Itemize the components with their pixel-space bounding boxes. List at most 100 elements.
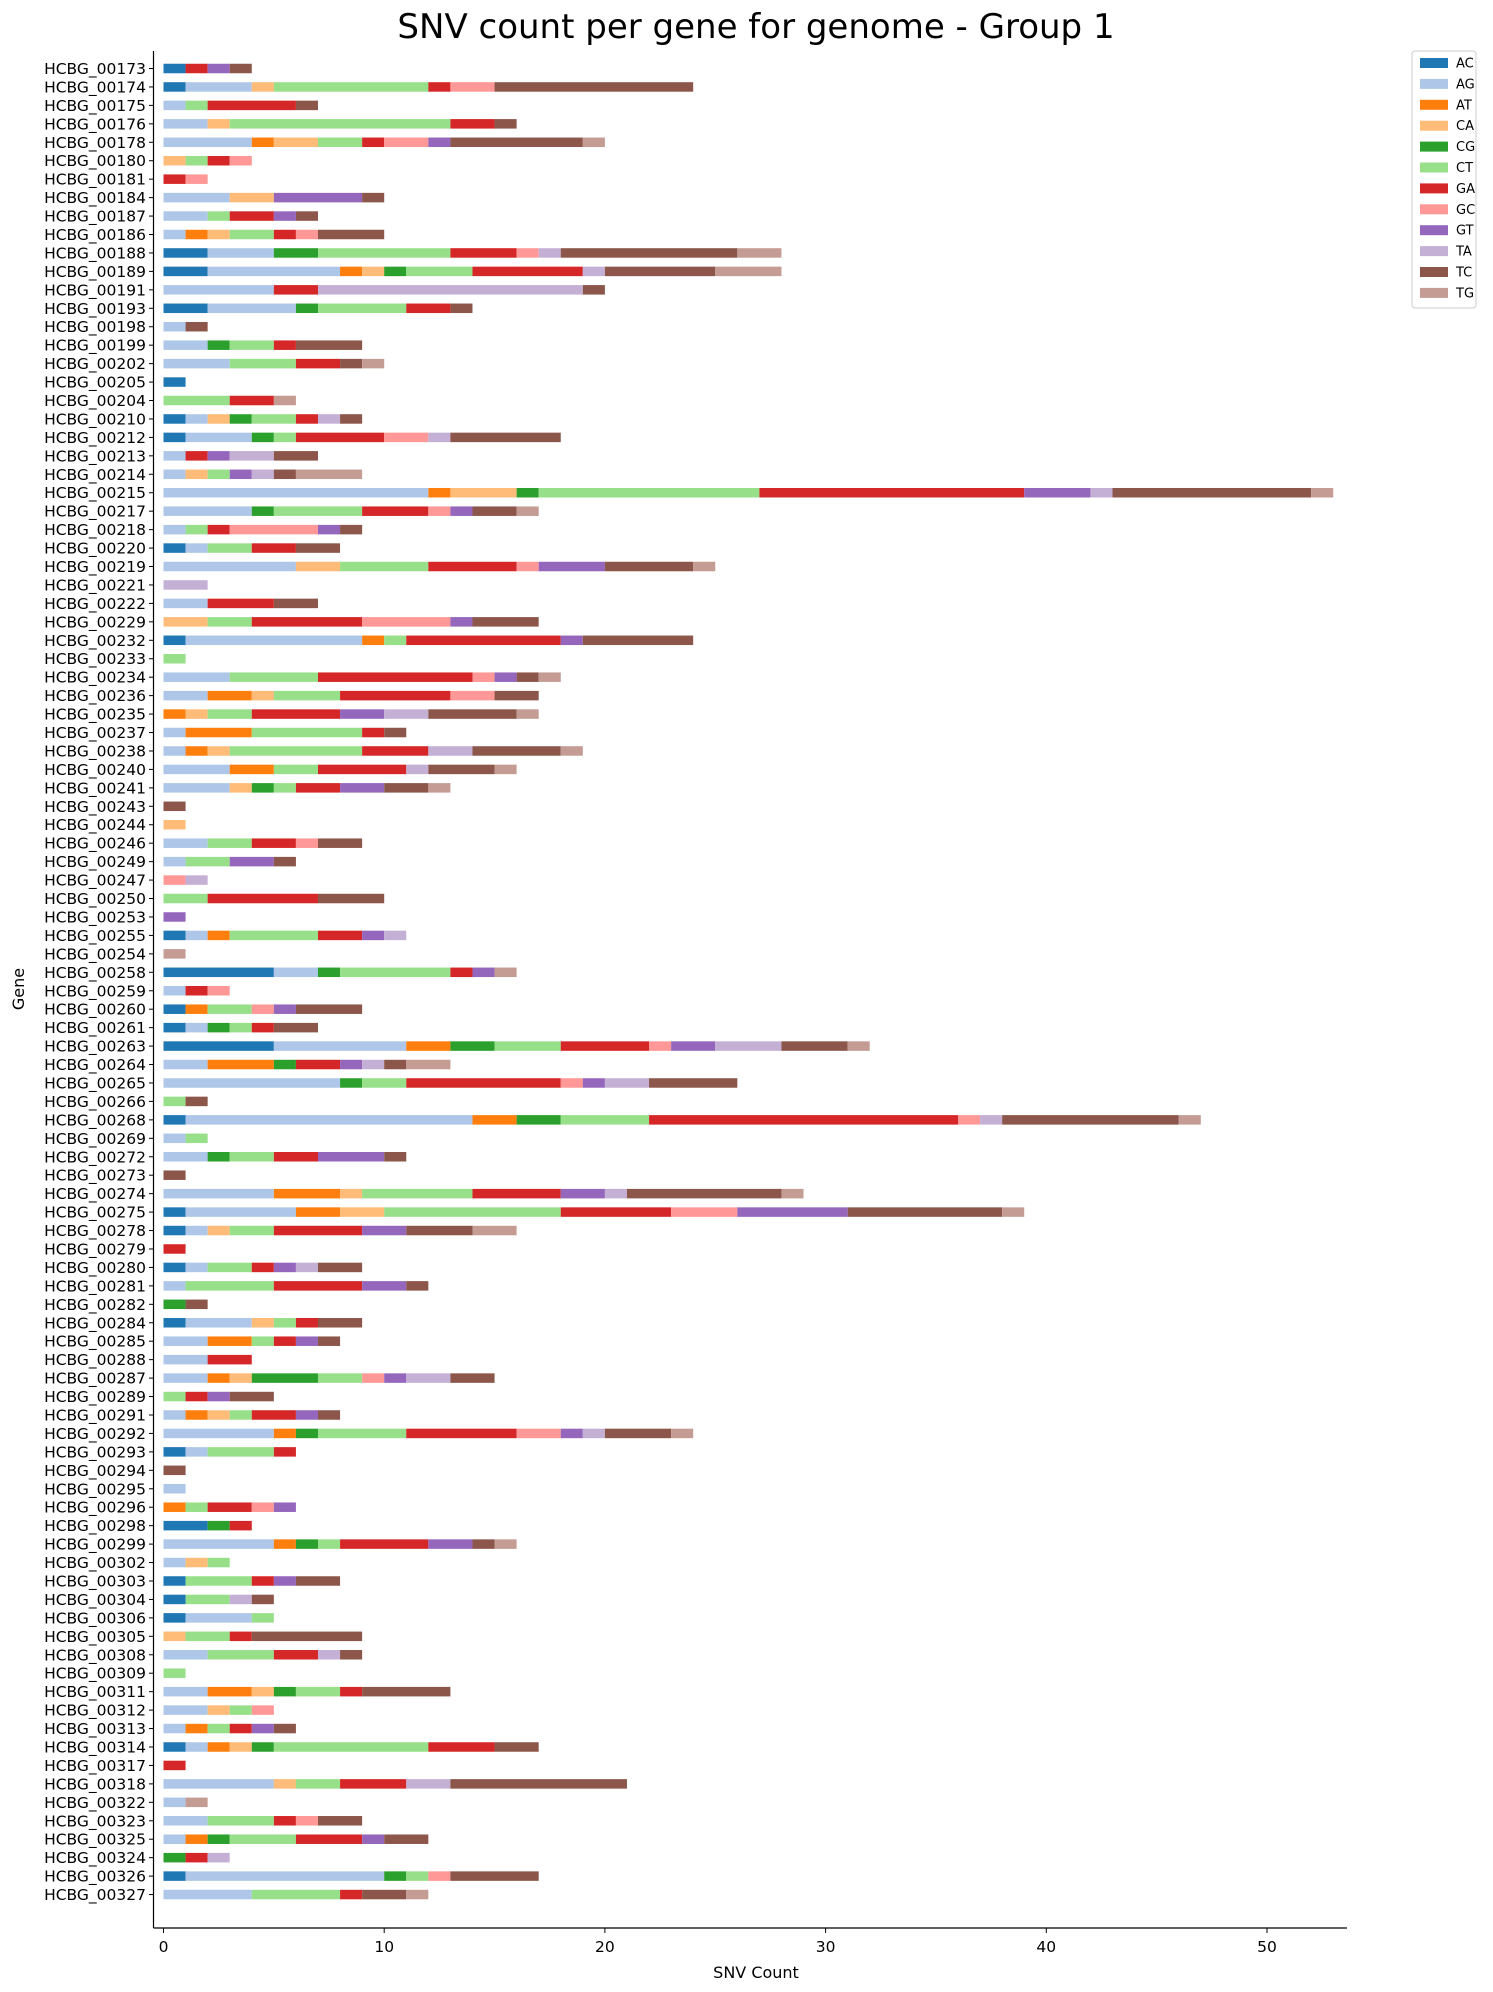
- chart-title: SNV count per gene for genome - Group 1: [397, 7, 1114, 47]
- gene-label: HCBG_00327: [44, 1886, 146, 1905]
- bar-segment-ag: [163, 727, 186, 738]
- bar-segment-gc: [516, 561, 539, 572]
- bar-segment-ga: [207, 100, 296, 111]
- bar-segment-ct: [251, 1336, 274, 1346]
- x-tick-label: 30: [816, 1938, 836, 1956]
- bar-segment-ga: [163, 1244, 186, 1254]
- bar-segment-ga: [295, 1318, 318, 1328]
- gene-label: HCBG_00255: [44, 927, 146, 946]
- bar-segment-tg: [693, 561, 716, 572]
- bar-segment-gc: [516, 1428, 561, 1439]
- bar-segment-at: [428, 487, 451, 498]
- bar-segment-ac: [163, 1041, 274, 1051]
- gene-label: HCBG_00188: [44, 244, 146, 263]
- bar-segment-ga: [207, 598, 274, 609]
- bar-segment-ct: [185, 856, 230, 867]
- gene-label: HCBG_00296: [44, 1499, 146, 1518]
- gene-label: HCBG_00292: [44, 1425, 146, 1444]
- bar-segment-ct: [317, 303, 407, 314]
- gene-label: HCBG_00173: [44, 60, 146, 79]
- bar-segment-ca: [229, 1373, 252, 1383]
- bar-segment-tg: [362, 358, 385, 369]
- gene-label: HCBG_00184: [44, 189, 146, 208]
- bar-segment-ct: [273, 1318, 296, 1328]
- bar-segment-ag: [163, 487, 429, 498]
- gene-label: HCBG_00303: [44, 1572, 146, 1591]
- bar-segment-ag: [185, 1262, 208, 1273]
- bar-segment-gc: [560, 1078, 583, 1088]
- gene-label: HCBG_00215: [44, 484, 146, 503]
- gene-label: HCBG_00308: [44, 1646, 146, 1665]
- bar-segment-ga: [560, 1207, 672, 1217]
- bar-segment-tc: [317, 1318, 363, 1328]
- bar-segment-ga: [340, 690, 451, 701]
- bar-segment-at: [163, 1502, 186, 1512]
- bar-segment-tc: [317, 1262, 363, 1273]
- bar-segment-cg: [516, 487, 539, 498]
- bar-segment-ag: [185, 414, 208, 424]
- bar-segment-gt: [273, 1004, 296, 1014]
- bar-segment-tc: [450, 303, 473, 314]
- x-tick-label: 20: [595, 1938, 615, 1956]
- bar-segment-gc: [163, 875, 186, 885]
- bar-segment-ct: [317, 1373, 363, 1383]
- bar-segment-ag: [163, 1078, 341, 1088]
- bar-segment-at: [362, 635, 385, 646]
- bar-segment-gt: [207, 451, 230, 461]
- bar-segment-ac: [163, 1447, 186, 1457]
- bar-segment-ag: [185, 1318, 252, 1328]
- bar-segment-cg: [295, 303, 318, 314]
- gene-label: HCBG_00278: [44, 1222, 146, 1241]
- bar-segment-ag: [185, 1022, 208, 1033]
- bar-segment-ta: [362, 1059, 385, 1070]
- bar-segment-ga: [185, 451, 208, 461]
- y-axis-label: Gene: [9, 968, 28, 1010]
- bar-segment-ga: [472, 1188, 561, 1199]
- gene-label: HCBG_00280: [44, 1259, 146, 1278]
- legend-label-tc: TC: [1455, 266, 1472, 281]
- bar-segment-ta: [604, 1188, 627, 1199]
- bar-segment-ct: [384, 1207, 561, 1217]
- bar-segment-gc: [295, 838, 318, 848]
- gene-label: HCBG_00189: [44, 263, 146, 282]
- bar-segment-ag: [163, 690, 208, 701]
- bar-segment-gc: [671, 1207, 738, 1217]
- legend-swatch-ag: [1420, 78, 1448, 89]
- bar-segment-at: [207, 930, 230, 941]
- bar-segment-cg: [251, 783, 274, 793]
- gene-label: HCBG_00219: [44, 558, 146, 577]
- gene-label: HCBG_00322: [44, 1794, 146, 1813]
- bar-segment-tc: [847, 1207, 1003, 1217]
- bar-segment-ag: [163, 1410, 186, 1420]
- bar-segment-ga: [560, 1041, 650, 1051]
- bar-segment-cg: [295, 1428, 318, 1439]
- gene-label: HCBG_00324: [44, 1849, 146, 1868]
- bar-segment-cg: [163, 1299, 186, 1310]
- bar-segment-cg: [273, 1686, 296, 1697]
- bar-segment-cg: [229, 414, 252, 424]
- bar-segment-ga: [295, 783, 341, 793]
- bar-segment-tc: [185, 321, 208, 332]
- bar-segment-ct: [229, 358, 296, 369]
- bar-segment-gt: [229, 856, 274, 867]
- bar-segment-ag: [163, 100, 186, 111]
- bar-segment-at: [406, 1041, 451, 1051]
- bar-segment-ag: [163, 1484, 186, 1494]
- bar-segment-tc: [163, 1465, 186, 1476]
- bar-segment-ag: [163, 1686, 208, 1697]
- bar-segment-cg: [207, 1022, 230, 1033]
- gene-label: HCBG_00181: [44, 171, 146, 190]
- bar-segment-tc: [295, 1576, 341, 1586]
- legend-label-ac: AC: [1456, 57, 1474, 72]
- gene-label: HCBG_00176: [44, 115, 146, 134]
- bar-segment-ga: [295, 358, 341, 369]
- bar-segment-ag: [163, 321, 186, 332]
- bar-segment-tc: [494, 1742, 539, 1752]
- bar-segment-gt: [362, 930, 385, 941]
- bar-segment-tc: [295, 340, 363, 350]
- bar-segment-tc: [450, 432, 561, 443]
- legend-swatch-at: [1420, 99, 1448, 110]
- bar-segment-ta: [406, 1779, 451, 1789]
- bar-segment-cg: [384, 266, 407, 277]
